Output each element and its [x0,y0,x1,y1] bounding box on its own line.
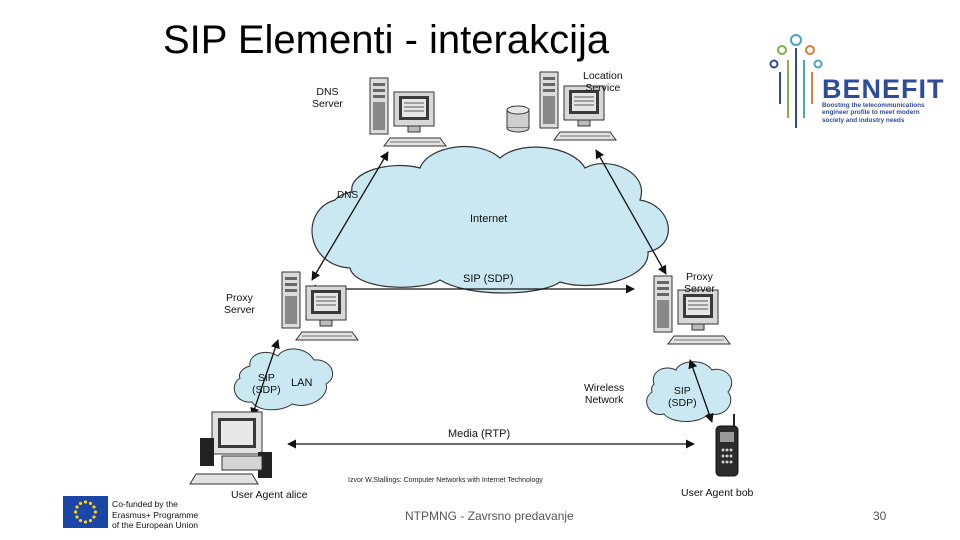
alice-workstation-icon [189,411,272,485]
lan-label: LAN [291,377,313,389]
dns-link [311,151,389,281]
benefit-logo-mark [769,34,823,128]
dns-server-computer [369,77,447,147]
dns-link-label: DNS [337,190,359,201]
proxy-right-label: Proxy Server [684,271,715,295]
benefit-logo-tagline: Boosting the telecommunications engineer… [822,102,925,124]
page-number: 30 [873,509,887,523]
bob-phone-icon [715,414,739,477]
sip-sdp-link-label: SIP (SDP) [463,273,514,285]
dns-server-label: DNS Server [312,86,343,110]
wireless-network-label: Wireless Network [584,382,625,406]
location-service-label: Location Service [583,70,623,94]
slide-title: SIP Elementi - interakcija [163,18,610,62]
wireless-sip-label: SIP (SDP) [668,385,697,409]
location-link [595,149,667,275]
wireless-sip-link [688,359,714,423]
source-note: Izvor W.Stallings: Computer Networks wit… [348,477,543,484]
user-agent-alice-label: User Agent alice [231,489,308,501]
benefit-logo-name: BENEFIT [822,74,945,104]
proxy-left-computer [281,271,359,341]
eu-cofunded-text: Co-funded by the Erasmus+ Programme of t… [112,499,199,530]
database-icon [506,105,530,133]
proxy-left-label: Proxy Server [224,292,255,316]
eu-stars [74,500,97,524]
lan-sip-link [250,339,280,417]
footer-center-text: NTPMNG - Zavrsno predavanje [405,509,574,523]
media-rtp-link-label: Media (RTP) [448,428,511,440]
user-agent-bob-label: User Agent bob [681,487,754,499]
internet-label: Internet [470,213,508,225]
lan-cloud [233,348,334,411]
lan-sip-label: SIP (SDP) [252,372,281,396]
